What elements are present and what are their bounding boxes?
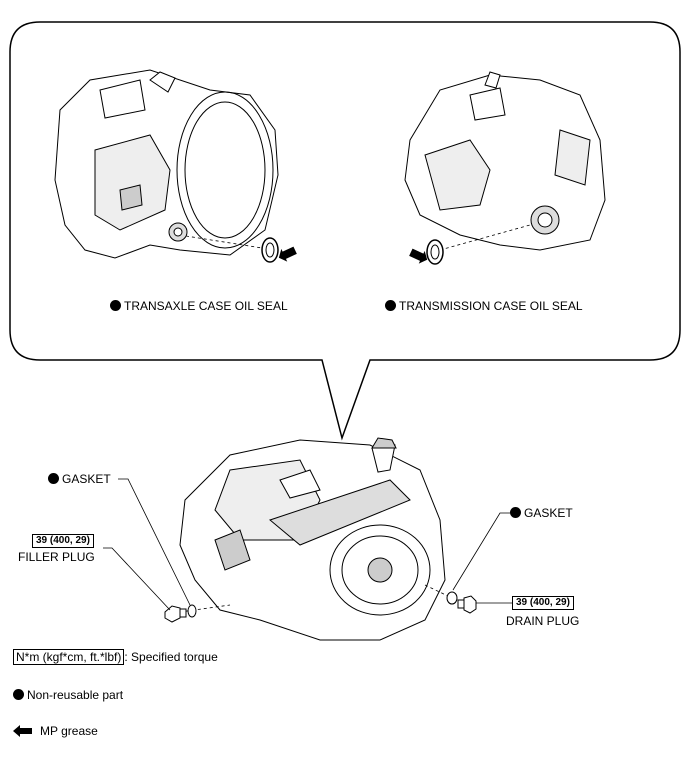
legend-torque: N*m (kgf*cm, ft.*lbf): Specified torque xyxy=(13,649,218,665)
drain-plug-torque-box: 39 (400, 29) xyxy=(512,596,574,610)
legend-grease-arrow-icon xyxy=(13,725,32,737)
gasket-right-leader xyxy=(452,512,510,591)
transmission-seal-label: TRANSMISSION CASE OIL SEAL xyxy=(385,299,583,313)
legend-torque-box: N*m (kgf*cm, ft.*lbf) xyxy=(13,649,125,665)
legend-nonreusable: Non-reusable part xyxy=(13,688,123,702)
drain-plug-leader xyxy=(424,584,451,598)
grease-arrow-icon xyxy=(278,246,297,262)
legend-grease-label: MP grease xyxy=(40,724,98,738)
drain-gasket-part xyxy=(446,591,458,605)
drain-plug-label: DRAIN PLUG xyxy=(506,614,580,628)
transaxle-oil-seal-part xyxy=(261,237,279,263)
manual-transaxle-assembly-drawing xyxy=(179,437,446,641)
filler-plug-callout-leader xyxy=(103,547,171,611)
transaxle-seal-leader xyxy=(185,235,263,249)
grease-arrow-icon xyxy=(409,248,428,264)
filler-gasket-part xyxy=(187,604,197,618)
transmission-case-drawing xyxy=(404,71,606,251)
filler-plug-label: FILLER PLUG xyxy=(18,550,95,564)
non-reusable-dot-icon xyxy=(48,473,59,484)
gasket-left-label: GASKET xyxy=(48,472,111,486)
gasket-left-leader xyxy=(118,478,191,606)
filler-plug-part xyxy=(164,605,187,623)
transaxle-case-drawing xyxy=(54,69,279,259)
filler-plug-torque-box: 39 (400, 29) xyxy=(32,534,94,548)
transmission-oil-seal-part xyxy=(426,239,444,265)
transaxle-seal-label: TRANSAXLE CASE OIL SEAL xyxy=(110,299,288,313)
non-reusable-dot-icon xyxy=(110,300,121,311)
drain-plug-part xyxy=(457,595,477,614)
non-reusable-dot-icon xyxy=(13,689,24,700)
non-reusable-dot-icon xyxy=(510,507,521,518)
non-reusable-dot-icon xyxy=(385,300,396,311)
gasket-right-label: GASKET xyxy=(510,506,573,520)
